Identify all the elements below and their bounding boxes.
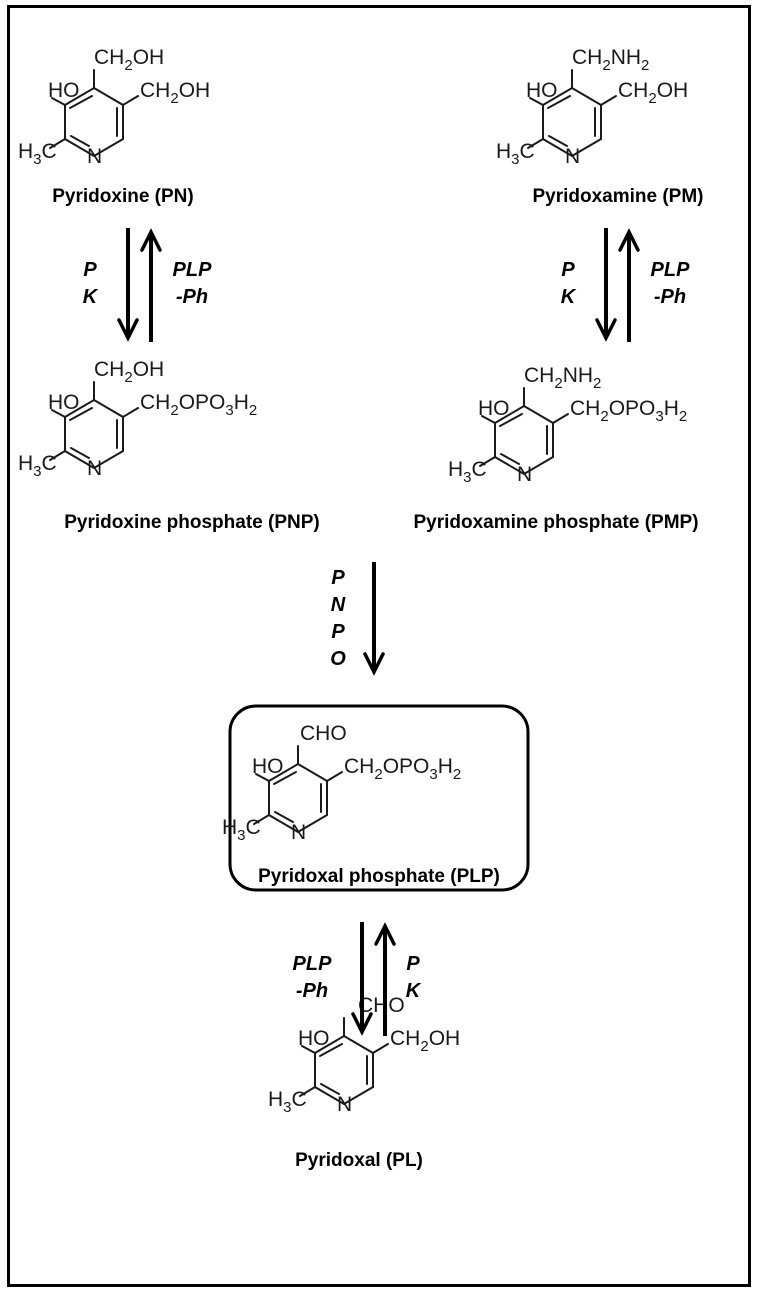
svg-text:CH2OH: CH2OH	[94, 46, 164, 74]
enzyme-pnpo-line1: P	[331, 567, 345, 589]
ring-nitrogen: N	[337, 1093, 352, 1116]
compound-name-pl: Pyridoxal (PL)	[295, 1150, 423, 1171]
enzyme-pk-2-line2: K	[561, 286, 577, 308]
enzyme-pk-2-line1: P	[561, 259, 575, 281]
molecule-pyridoxamine-phosphate: CH2NH2 HO CH2OPO3H2 H3C N Pyridoxamine p…	[413, 364, 698, 533]
plp-highlight-box	[228, 704, 530, 892]
hydroxyl-label: HO	[478, 397, 510, 420]
enzyme-pnpo-line3: P	[331, 621, 345, 643]
enzyme-plp-ph-3-line2: -Ph	[296, 980, 328, 1002]
right-group: CH2OH	[140, 79, 210, 107]
enzyme-pnpo-line2: N	[331, 594, 346, 616]
ring-nitrogen: N	[517, 463, 532, 486]
top-group: CH2OH	[94, 358, 164, 386]
enzyme-plp-ph-1-line2: -Ph	[176, 286, 208, 308]
arrowhead-up	[618, 228, 640, 252]
enzyme-plp-ph-2-line1: PLP	[651, 259, 691, 281]
top-group: CHO	[300, 722, 347, 745]
methyl-label: H3C	[18, 140, 57, 168]
molecule-pyridoxal: CHO HO CH2OH H3C N Pyridoxal (PL)	[268, 994, 460, 1171]
compound-name-pmp: Pyridoxamine phosphate (PMP)	[413, 512, 698, 533]
molecule-pyridoxine: CH2OH HO CH2OH H3C N Pyridoxine (PN)	[18, 46, 210, 207]
arrows-pm-pmp	[595, 228, 640, 342]
arrowhead-down	[351, 1012, 373, 1036]
arrows-pn-pnp	[117, 228, 162, 342]
top-group: CH2NH2	[572, 46, 649, 74]
ring-nitrogen: N	[565, 145, 580, 168]
hydroxyl-label: HO	[252, 755, 284, 778]
ring-nitrogen: N	[291, 821, 306, 844]
diagram-frame	[7, 5, 751, 1287]
arrowhead-down	[117, 318, 139, 342]
arrowhead-up	[140, 228, 162, 252]
top-group: CH2OH	[94, 46, 164, 74]
right-group: CH2OPO3H2	[570, 397, 687, 425]
molecule-pyridoxine-phosphate: CH2OH HO CH2OPO3H2 H3C N Pyridoxine phos…	[18, 358, 320, 533]
compound-name-pn: Pyridoxine (PN)	[52, 186, 193, 207]
hydroxyl-label: HO	[298, 1027, 330, 1050]
methyl-label: H3C	[18, 452, 57, 480]
arrows-plp-pl	[351, 922, 396, 1036]
compound-name-pm: Pyridoxamine (PM)	[532, 186, 703, 207]
enzyme-plp-ph-3-line1: PLP	[293, 953, 333, 975]
arrowhead-down	[595, 318, 617, 342]
ring-nitrogen: N	[87, 457, 102, 480]
right-group: CH2OH	[390, 1027, 460, 1055]
enzyme-plp-ph-2-line2: -Ph	[654, 286, 686, 308]
molecule-pyridoxal-phosphate: CHO HO CH2OPO3H2 H3C N Pyridoxal phospha…	[222, 722, 500, 887]
methyl-label: H3C	[268, 1088, 307, 1116]
compound-name-pnp: Pyridoxine phosphate (PNP)	[64, 512, 319, 533]
top-group: CHO	[358, 994, 405, 1017]
arrowhead-up	[374, 922, 396, 946]
enzyme-plp-ph-1-line1: PLP	[173, 259, 213, 281]
enzyme-pnpo-line4: O	[330, 648, 346, 670]
methyl-label: H3C	[222, 816, 261, 844]
arrowhead-down	[363, 652, 385, 676]
arrow-pnpo	[363, 562, 385, 676]
hydroxyl-label: HO	[48, 79, 80, 102]
compound-name-plp: Pyridoxal phosphate (PLP)	[258, 866, 500, 887]
methyl-label: H3C	[448, 458, 487, 486]
hydroxyl-label: HO	[48, 391, 80, 414]
right-group: CH2OPO3H2	[344, 755, 461, 783]
methyl-label: H3C	[496, 140, 535, 168]
enzyme-pk-1-line2: K	[83, 286, 99, 308]
right-group: CH2OPO3H2	[140, 391, 257, 419]
right-group: CH2OH	[618, 79, 688, 107]
top-group: CH2NH2	[524, 364, 601, 392]
hydroxyl-label: HO	[526, 79, 558, 102]
enzyme-pk-3-line2: K	[406, 980, 422, 1002]
enzyme-pk-1-line1: P	[83, 259, 97, 281]
ring-nitrogen: N	[87, 145, 102, 168]
molecule-pyridoxamine: CH2NH2 HO CH2OH H3C N Pyridoxamine (PM)	[496, 46, 704, 207]
enzyme-pk-3-line1: P	[406, 953, 420, 975]
